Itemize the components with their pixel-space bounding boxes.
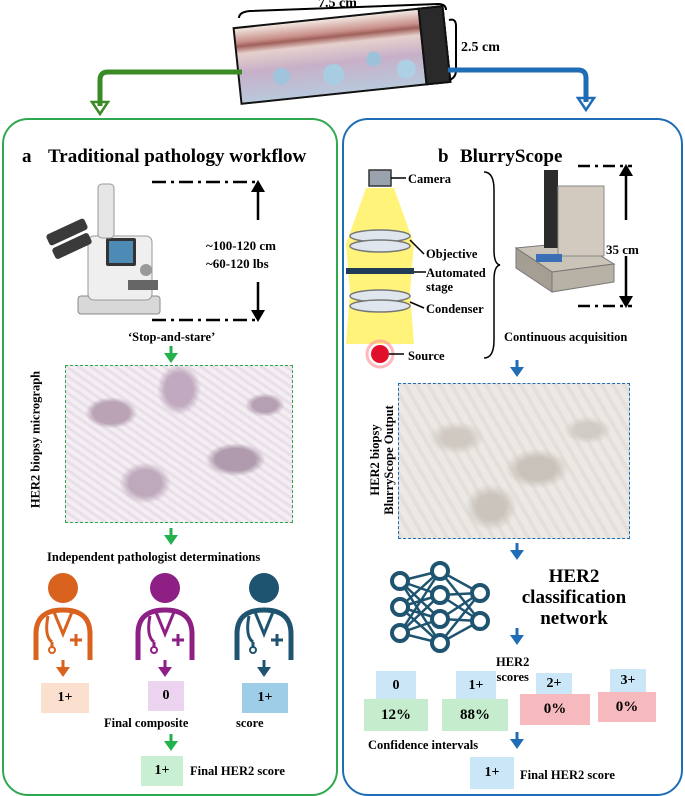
objective-label: Objective [426, 247, 478, 261]
height-label-b: 35 cm [606, 242, 639, 257]
composite-label-1: Final composite [104, 716, 189, 730]
panel-a-title: Traditional pathology workflow [48, 146, 307, 167]
class-box-3: 3+ [610, 669, 646, 693]
condenser-label: Condenser [426, 302, 484, 316]
size-label-a-1: ~100-120 cm [206, 238, 276, 253]
arrow-b-3 [510, 628, 524, 645]
score-box-pathologist-1: 1+ [41, 683, 89, 713]
split-arrows [89, 67, 597, 117]
final-score-label-b: Final HER2 score [520, 768, 615, 782]
stage-label-1: Automated [426, 266, 486, 280]
height-dimension-b [578, 164, 633, 308]
panel-b-title: BlurryScope [460, 146, 563, 167]
height-dimension-a [152, 180, 265, 322]
slide-dimension-lines [238, 2, 457, 81]
final-score-box-a: 1+ [141, 756, 183, 786]
arrow-a-2 [164, 528, 178, 545]
continuous-acquisition-label: Continuous acquisition [504, 330, 628, 344]
network-label: HER2 classification network [521, 566, 627, 629]
her2-micrograph [65, 365, 293, 523]
class-box-2: 2+ [536, 673, 572, 695]
slide-height-label: 2.5 cm [461, 40, 500, 55]
pct-box-2: 0% [520, 694, 590, 725]
blurryscope-output-image [398, 383, 630, 539]
panel-a-letter: a [22, 146, 32, 167]
arrow-a-1 [164, 346, 178, 363]
pathologist-icon-3 [234, 573, 294, 660]
arrow-b-1 [510, 360, 524, 377]
pct-box-1: 88% [442, 699, 508, 731]
blurryscope-device [514, 170, 616, 293]
final-score-box-b: 1+ [470, 757, 514, 789]
size-label-a-2: ~60-120 lbs [206, 256, 269, 271]
class-box-0: 0 [376, 671, 416, 700]
stop-and-stare-label: ‘Stop-and-stare’ [128, 330, 216, 344]
pct-box-0: 12% [364, 699, 428, 731]
micrograph-side-label: HER2 biopsy micrograph [28, 370, 43, 509]
pathologist-icon-2 [135, 573, 195, 660]
arrows-a-scores [56, 660, 271, 677]
arrow-b-2 [510, 543, 524, 560]
slide-width-label: 7.5 cm [318, 0, 357, 11]
neural-network-icon [390, 561, 490, 653]
independent-determinations-label: Independent pathologist determinations [47, 550, 261, 564]
score-box-pathologist-2: 0 [148, 681, 184, 711]
microscope-illustration [46, 183, 161, 315]
optical-path-diagram [346, 169, 426, 369]
final-score-label-a: Final HER2 score [190, 764, 285, 778]
bracket [483, 171, 501, 359]
arrow-a-3 [164, 734, 178, 751]
panel-b-letter: b [438, 146, 449, 167]
pct-box-3: 0% [598, 692, 656, 722]
source-label: Source [408, 349, 445, 363]
class-box-1: 1+ [456, 671, 496, 700]
composite-label-2: score [236, 716, 264, 730]
pathologist-icon-1 [33, 573, 93, 660]
score-box-pathologist-3: 1+ [242, 683, 288, 713]
camera-label: Camera [408, 172, 452, 186]
panel-a-traditional [2, 118, 338, 796]
arrow-b-4 [510, 732, 524, 749]
panel-b-blurryscope [342, 118, 683, 796]
confidence-intervals-label: Confidence intervals [368, 738, 479, 752]
stage-label-2: stage [426, 280, 454, 294]
